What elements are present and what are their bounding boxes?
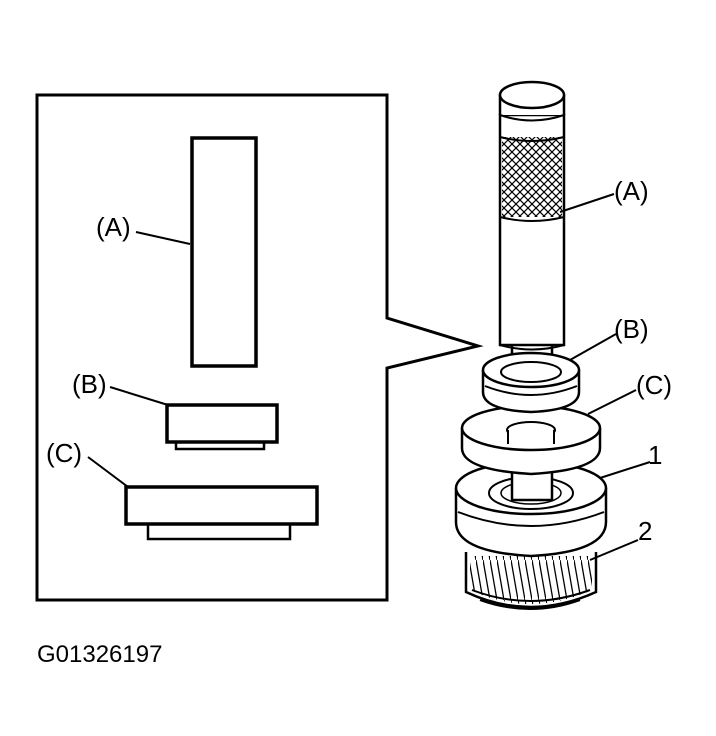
tool-c-leader xyxy=(587,389,637,415)
tool-label-b: (B) xyxy=(614,314,649,344)
inset-label-b: (B) xyxy=(72,369,107,399)
inset-part-b-body xyxy=(165,403,279,444)
tool-label-a: (A) xyxy=(614,176,649,206)
inset-label-a: (A) xyxy=(96,212,131,242)
gear-part-2 xyxy=(464,552,598,610)
tool-label-c: (C) xyxy=(636,370,672,400)
tool-a-leader xyxy=(559,193,615,213)
inset-part-a-bar xyxy=(190,136,258,368)
part-2-leader xyxy=(589,539,639,561)
tool-part-a-driver xyxy=(498,80,566,351)
part-label-1: 1 xyxy=(648,440,662,470)
figure-id: G01326197 xyxy=(37,641,162,668)
inset-part-c-body xyxy=(124,485,319,526)
tool-part-c-plate xyxy=(460,404,602,476)
part-label-2: 2 xyxy=(638,516,652,546)
inset-label-c: (C) xyxy=(46,438,82,468)
inset-c-leader xyxy=(87,456,129,488)
tool-part-b-collar xyxy=(481,351,581,414)
tool-b-leader xyxy=(569,333,617,361)
inset-b-leader xyxy=(109,386,169,406)
part-1-leader xyxy=(599,461,651,479)
inset-a-leader xyxy=(135,231,191,245)
